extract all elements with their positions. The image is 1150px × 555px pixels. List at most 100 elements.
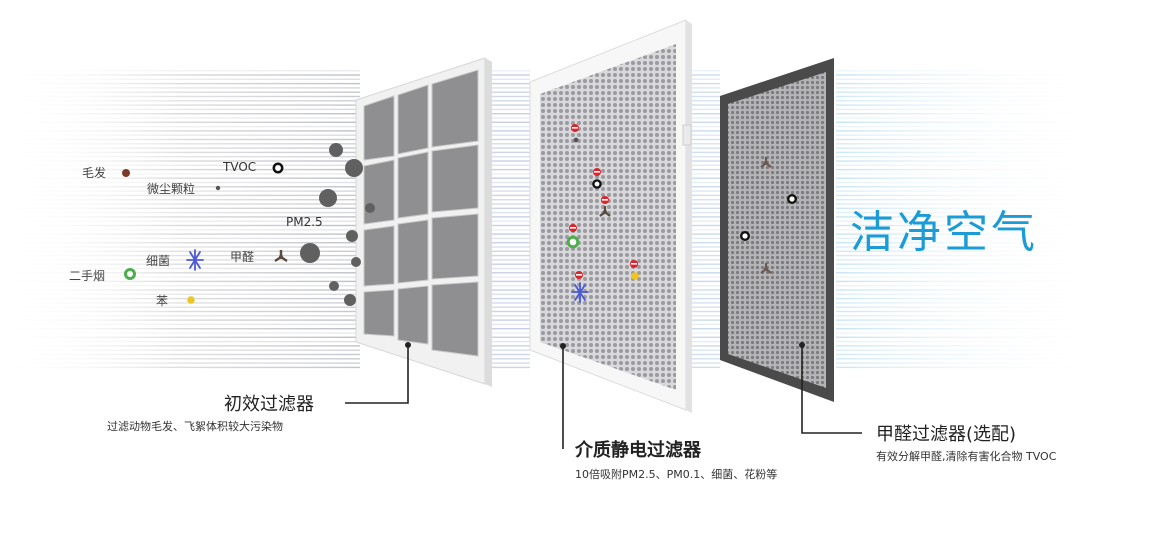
airflow-streak: [836, 138, 1110, 141]
airflow-streak: [490, 95, 530, 98]
airflow-streak: [490, 319, 530, 321]
airflow-streak: [836, 323, 1110, 326]
airflow-streak: [490, 104, 530, 106]
airflow-streak: [690, 194, 720, 197]
airflow-streak: [836, 315, 1110, 317]
airflow-streak: [690, 216, 720, 218]
airflow-streak: [490, 216, 530, 218]
airflow-streak: [490, 276, 530, 278]
airflow-streak: [836, 82, 1110, 85]
airflow-streak: [490, 229, 530, 231]
airflow-streak: [490, 340, 530, 343]
formaldehyde-filter-desc: 有效分解甲醛,清除有害化合物 TVOC: [876, 450, 1057, 463]
airflow-streak: [690, 177, 720, 179]
airflow-streak: [0, 95, 360, 98]
airflow-streak: [690, 323, 720, 326]
tvoc-ring-icon: [272, 162, 284, 174]
airflow-streak: [490, 117, 530, 119]
airflow-streams: [0, 70, 1110, 369]
airflow-streak: [690, 366, 720, 369]
airflow-streak: [690, 134, 720, 136]
airflow-streak: [0, 323, 360, 326]
airflow-streak: [690, 353, 720, 356]
label-benzene: 苯: [156, 294, 169, 308]
airflow-streak: [490, 160, 530, 162]
airflow-streak: [690, 250, 720, 252]
airflow-streak: [836, 224, 1110, 227]
airflow-streak: [0, 259, 360, 261]
airflow-streak: [836, 95, 1110, 98]
airflow-streak: [490, 242, 530, 244]
airflow-streak: [836, 280, 1110, 283]
electrostatic-filter-title: 介质静电过滤器: [575, 440, 701, 461]
primary-filter-title: 初效过滤器: [224, 394, 314, 415]
airflow-streak: [836, 164, 1110, 166]
bacteria-icon: [186, 249, 204, 271]
airflow-streak: [490, 272, 530, 274]
airflow-streak: [0, 332, 360, 334]
airflow-streak: [0, 289, 360, 291]
airflow-streak: [0, 285, 360, 287]
airflow-streak: [0, 138, 360, 141]
airflow-streak: [836, 306, 1110, 308]
airflow-streak: [0, 164, 360, 166]
airflow-streak: [490, 293, 530, 295]
airflow-streak: [690, 74, 720, 76]
airflow-streak: [0, 211, 360, 214]
airflow-streak: [0, 349, 360, 351]
airflow-streak: [0, 254, 360, 257]
airflow-streak: [690, 100, 720, 102]
airflow-streak: [690, 130, 720, 132]
label-fine-dust: 微尘颗粒: [147, 182, 196, 196]
airflow-streak: [690, 289, 720, 291]
airflow-streak: [490, 289, 530, 291]
airflow-streak: [690, 147, 720, 149]
airflow-streak: [836, 297, 1110, 300]
airflow-streak: [0, 104, 360, 106]
clean-air-heading: 洁净空气: [850, 207, 1038, 258]
airflow-streak: [490, 233, 530, 235]
airflow-streak: [690, 186, 720, 188]
airflow-streak: [836, 91, 1110, 93]
label-second-smoke: 二手烟: [69, 269, 106, 283]
airflow-streak: [490, 113, 530, 115]
airflow-streak: [836, 345, 1110, 347]
airflow-streak: [836, 233, 1110, 235]
airflow-streak: [490, 121, 530, 123]
airflow-streak: [0, 366, 360, 369]
airflow-streak: [0, 108, 360, 111]
airflow-streak: [490, 108, 530, 111]
airflow-streak: [490, 302, 530, 304]
airflow-streak: [490, 138, 530, 141]
airflow-streak: [0, 242, 360, 244]
airflow-streak: [836, 272, 1110, 274]
airflow-streak: [690, 306, 720, 308]
airflow-streak: [0, 302, 360, 304]
airflow-streak: [490, 328, 530, 330]
airflow-streak: [836, 108, 1110, 111]
airflow-streak: [690, 332, 720, 334]
airflow-streak: [0, 233, 360, 235]
smoke-ring-icon: [124, 268, 136, 280]
airflow-streak: [836, 242, 1110, 244]
airflow-streak: [690, 138, 720, 141]
airflow-streak: [836, 220, 1110, 222]
dust-dot-icon: [215, 185, 221, 191]
airflow-streak: [836, 353, 1110, 356]
airflow-streak: [490, 259, 530, 261]
airflow-streak: [0, 190, 360, 192]
airflow-streak: [490, 147, 530, 149]
airflow-streak: [690, 358, 720, 360]
airflow-streak: [690, 113, 720, 115]
airflow-streak: [836, 87, 1110, 89]
formaldehyde-filter: [720, 58, 834, 402]
airflow-streak: [836, 310, 1110, 313]
airflow-streak: [690, 362, 720, 364]
airflow-streak: [836, 207, 1110, 209]
airflow-streak: [690, 310, 720, 313]
airflow-streak: [836, 177, 1110, 179]
airflow-streak: [690, 207, 720, 209]
airflow-streak: [836, 340, 1110, 343]
airflow-streak: [836, 203, 1110, 205]
